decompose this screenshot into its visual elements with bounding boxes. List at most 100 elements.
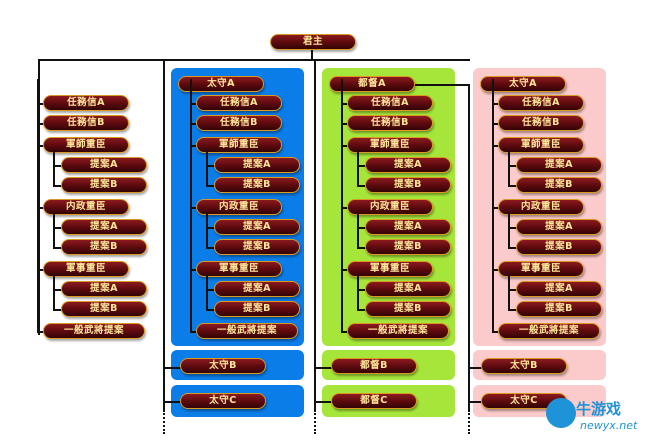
monarch-trunk: [38, 59, 40, 335]
connector-line: [190, 123, 198, 125]
connector-line: [314, 401, 332, 403]
watermark-logo: [546, 398, 576, 428]
connector-line: [37, 145, 45, 147]
governor-a-proposal-a: 提案A: [214, 219, 300, 235]
connector-line: [508, 213, 510, 249]
governor-a-2-proposal-b: 提案B: [516, 177, 602, 193]
connector-line: [468, 367, 482, 369]
governor-a-proposal-a: 提案A: [214, 157, 300, 173]
governor-a-2-mission-a: 任務信A: [498, 95, 584, 111]
governor-a-proposal-b: 提案B: [214, 301, 300, 317]
governor-a-proposal-b: 提案B: [214, 177, 300, 193]
connector-line: [468, 401, 482, 403]
connector-line: [53, 185, 63, 187]
commander-a-mission-a: 任務信A: [347, 95, 433, 111]
dotted-connector: [468, 410, 470, 434]
connector-line: [492, 269, 500, 271]
governor-a-domestic-minister: 内政重臣: [196, 199, 282, 215]
connector-line: [492, 207, 500, 209]
connector-line: [357, 309, 367, 311]
connector-line: [206, 165, 216, 167]
connector-line: [341, 79, 343, 331]
commander-a-node: 都督A: [329, 76, 415, 92]
connector-line: [206, 227, 216, 229]
connector-line: [190, 145, 198, 147]
connector-line: [341, 145, 349, 147]
watermark: 牛游戏 newyx.net: [546, 398, 650, 436]
root-connector: [311, 50, 313, 60]
connector-line: [190, 103, 198, 105]
governor-a-mission-a: 任務信A: [196, 95, 282, 111]
commander-link: [410, 84, 470, 86]
governor-b-node-2: 太守B: [481, 358, 567, 374]
commander-a-mission-b: 任務信B: [347, 115, 433, 131]
monarch-proposal-b: 提案B: [61, 301, 147, 317]
connector-line: [190, 331, 198, 333]
connector-line: [357, 289, 367, 291]
connector-line: [357, 185, 367, 187]
connector-line: [53, 151, 55, 187]
connector-line: [492, 79, 494, 331]
governor-a-2-proposal-b: 提案B: [516, 239, 602, 255]
connector-line: [206, 151, 208, 187]
governor-a-military-adviser: 軍師重臣: [196, 137, 282, 153]
extra-column-line: [468, 84, 470, 410]
commander-column-line: [314, 59, 316, 410]
commander-a-proposal-b: 提案B: [365, 177, 451, 193]
monarch-domestic-minister: 内政重臣: [43, 199, 129, 215]
connector-line: [37, 207, 45, 209]
monarch-proposal-a: 提案A: [61, 219, 147, 235]
monarch-general-proposal: 一般武將提案: [43, 323, 145, 339]
connector-line: [53, 275, 55, 311]
connector-line: [53, 247, 63, 249]
commander-a-general-proposal: 一般武將提案: [347, 323, 449, 339]
governor-a-2-proposal-a: 提案A: [516, 219, 602, 235]
dotted-connector: [314, 410, 316, 434]
connector-line: [508, 165, 518, 167]
connector-line: [357, 213, 359, 249]
governor-a-proposal-a: 提案A: [214, 281, 300, 297]
connector-line: [163, 401, 181, 403]
governor-a-mission-b: 任務信B: [196, 115, 282, 131]
connector-line: [37, 331, 45, 333]
connector-line: [163, 367, 181, 369]
dotted-connector: [163, 410, 165, 434]
connector-line: [508, 151, 510, 187]
governor-a-2-proposal-b: 提案B: [516, 301, 602, 317]
connector-line: [508, 309, 518, 311]
connector-line: [357, 151, 359, 187]
connector-line: [314, 367, 332, 369]
commander-a-proposal-a: 提案A: [365, 157, 451, 173]
connector-line: [492, 103, 500, 105]
monarch-mission-a: 任務信A: [43, 95, 129, 111]
connector-line: [37, 269, 45, 271]
connector-line: [357, 247, 367, 249]
governor-a-2-domestic-minister: 内政重臣: [498, 199, 584, 215]
commander-b-node: 都督B: [331, 358, 417, 374]
governor-a-2-general-proposal: 一般武將提案: [498, 323, 600, 339]
connector-line: [357, 165, 367, 167]
connector-line: [341, 103, 349, 105]
governor-a-proposal-b: 提案B: [214, 239, 300, 255]
governor-a-2-proposal-a: 提案A: [516, 157, 602, 173]
governor-a-2-mission-b: 任務信B: [498, 115, 584, 131]
governor-a-2-military-minister: 軍事重臣: [498, 261, 584, 277]
connector-line: [53, 227, 63, 229]
monarch-military-adviser: 軍師重臣: [43, 137, 129, 153]
governor-a-2-military-adviser: 軍師重臣: [498, 137, 584, 153]
connector-line: [341, 207, 349, 209]
governor-a-2-proposal-a: 提案A: [516, 281, 602, 297]
connector-line: [37, 123, 45, 125]
connector-line: [53, 309, 63, 311]
connector-line: [190, 79, 192, 331]
connector-line: [206, 247, 216, 249]
monarch-proposal-b: 提案B: [61, 239, 147, 255]
root-node: 君主: [270, 34, 356, 50]
connector-line: [508, 227, 518, 229]
governor-a-node-2: 太守A: [480, 76, 566, 92]
connector-line: [206, 309, 216, 311]
monarch-proposal-a: 提案A: [61, 157, 147, 173]
connector-line: [190, 207, 198, 209]
connector-line: [206, 213, 208, 249]
commander-c-node: 都督C: [331, 393, 417, 409]
